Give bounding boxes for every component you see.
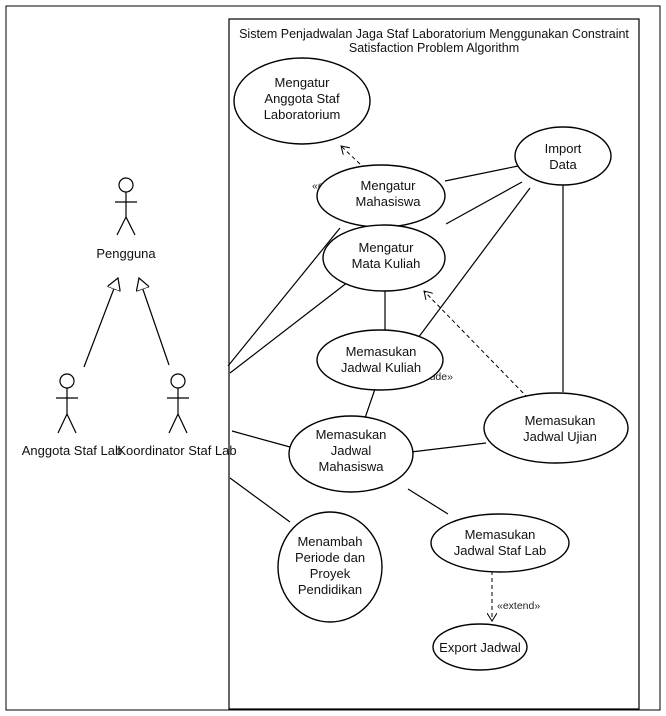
svg-text:Jadwal Staf Lab: Jadwal Staf Lab bbox=[454, 543, 547, 558]
system-title-line1: Sistem Penjadwalan Jaga Staf Laboratoriu… bbox=[239, 27, 629, 41]
svg-text:Menambah: Menambah bbox=[297, 534, 362, 549]
system-title-line2: Satisfaction Problem Algorithm bbox=[349, 41, 519, 55]
svg-text:Periode dan: Periode dan bbox=[295, 550, 365, 565]
svg-text:Import: Import bbox=[545, 141, 582, 156]
assoc-mahasiswa-import bbox=[444, 165, 519, 182]
actor-pengguna: Pengguna bbox=[96, 177, 156, 261]
usecase-mengatur-mahasiswa: Mengatur Mahasiswa bbox=[316, 164, 446, 228]
svg-text:Memasukan: Memasukan bbox=[346, 344, 417, 359]
svg-text:Mahasiswa: Mahasiswa bbox=[355, 194, 421, 209]
usecase-export-jadwal: Export Jadwal bbox=[432, 623, 528, 671]
svg-text:Mahasiswa: Mahasiswa bbox=[318, 459, 384, 474]
assoc-matkul-import bbox=[445, 181, 523, 225]
usecase-memasukan-jadwal-kuliah: Memasukan Jadwal Kuliah bbox=[316, 329, 444, 391]
assoc-kuliah-import bbox=[417, 187, 531, 339]
usecase-mengatur-anggota-staf: Mengatur Anggota Staf Laboratorium bbox=[233, 57, 371, 145]
include-arrow bbox=[424, 291, 529, 399]
svg-text:Mengatur: Mengatur bbox=[275, 75, 331, 90]
assoc-koordinator-matkul bbox=[229, 281, 349, 374]
svg-text:Mengatur: Mengatur bbox=[359, 240, 415, 255]
svg-text:Anggota Staf: Anggota Staf bbox=[264, 91, 340, 106]
svg-text:Jadwal Ujian: Jadwal Ujian bbox=[523, 429, 597, 444]
usecase-menambah-periode: Menambah Periode dan Proyek Pendidikan bbox=[277, 511, 383, 623]
actor-koordinator-staf-lab: Koordinator Staf Lab bbox=[117, 373, 237, 458]
svg-text:Jadwal: Jadwal bbox=[331, 443, 372, 458]
usecase-memasukan-jadwal-ujian: Memasukan Jadwal Ujian bbox=[483, 392, 629, 464]
svg-text:Proyek: Proyek bbox=[310, 566, 351, 581]
assoc-jadwal-mahasiswa-ujian bbox=[410, 442, 487, 453]
assoc-kuliah-jadwal-mahasiswa bbox=[364, 388, 376, 419]
svg-text:Memasukan: Memasukan bbox=[465, 527, 536, 542]
actor-koordinator-label: Koordinator Staf Lab bbox=[117, 443, 236, 458]
svg-text:Pendidikan: Pendidikan bbox=[298, 582, 362, 597]
outer-frame bbox=[5, 5, 661, 711]
usecase-mengatur-mata-kuliah: Mengatur Mata Kuliah bbox=[322, 224, 446, 292]
actor-anggota-label: Anggota Staf Lab bbox=[22, 443, 122, 458]
associations bbox=[227, 165, 564, 523]
usecase-memasukan-jadwal-mahasiswa: Memasukan Jadwal Mahasiswa bbox=[288, 415, 414, 493]
svg-text:Memasukan: Memasukan bbox=[525, 413, 596, 428]
assoc-koordinator-menambah bbox=[229, 477, 291, 523]
extend-arrow-top bbox=[341, 146, 361, 165]
svg-text:Laboratorium: Laboratorium bbox=[264, 107, 341, 122]
svg-text:Mata Kuliah: Mata Kuliah bbox=[352, 256, 421, 271]
extend-label-bottom: «extend» bbox=[497, 600, 540, 612]
assoc-jadwal-mahasiswa-staf bbox=[407, 488, 449, 515]
assoc-koordinator-mahasiswa bbox=[227, 227, 341, 367]
svg-text:Export Jadwal: Export Jadwal bbox=[439, 640, 521, 655]
svg-text:Jadwal Kuliah: Jadwal Kuliah bbox=[341, 360, 421, 375]
svg-text:Mengatur: Mengatur bbox=[361, 178, 417, 193]
svg-text:Data: Data bbox=[549, 157, 577, 172]
generalization-anggota-pengguna bbox=[83, 278, 118, 368]
generalization-koordinator-pengguna bbox=[139, 278, 170, 366]
assoc-koordinator-jadwal-mahasiswa bbox=[231, 430, 291, 448]
svg-text:Memasukan: Memasukan bbox=[316, 427, 387, 442]
usecase-import-data: Import Data bbox=[514, 126, 612, 186]
actor-anggota-staf-lab: Anggota Staf Lab bbox=[22, 373, 122, 458]
actor-pengguna-label: Pengguna bbox=[96, 246, 156, 261]
usecase-memasukan-jadwal-staf-lab: Memasukan Jadwal Staf Lab bbox=[430, 513, 570, 573]
